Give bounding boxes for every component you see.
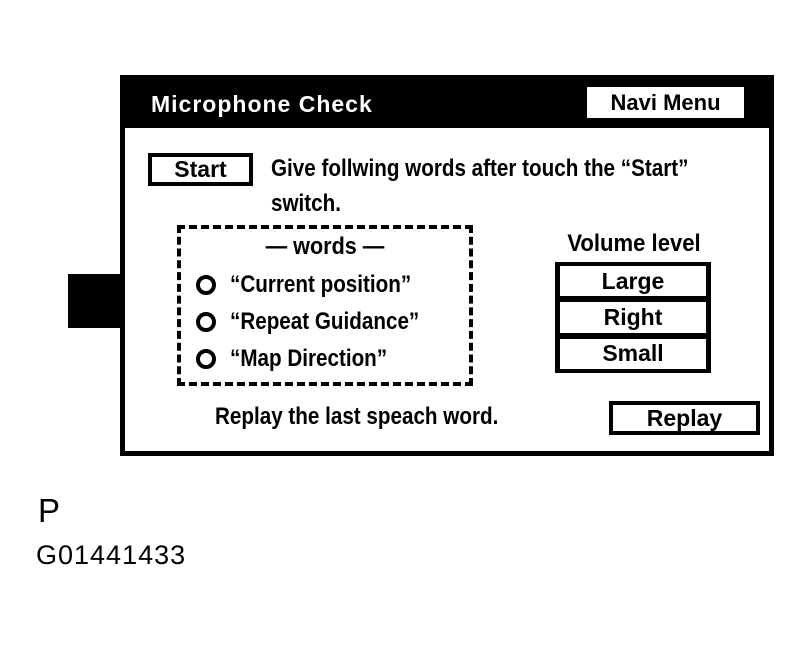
microphone-check-screen: Microphone Check Navi Menu Start Give fo… [120,75,774,456]
volume-level-selector: Large Right Small [555,262,711,373]
word-label: “Repeat Guidance” [230,307,420,335]
replay-caption: Replay the last speach word. [215,403,499,430]
figure-id: G01441433 [36,540,187,570]
volume-option-right[interactable]: Right [560,302,706,333]
volume-option-small[interactable]: Small [560,338,706,369]
instruction-line-1: Give follwing words after touch the “Sta… [271,155,689,182]
navi-menu-button[interactable]: Navi Menu [587,87,744,118]
start-button[interactable]: Start [148,153,253,186]
word-indicator-icon [196,311,216,332]
figure-label-p: P [38,492,61,529]
word-row-current-position: “Current position” [196,271,469,298]
word-label: “Map Direction” [230,344,388,372]
word-row-map-direction: “Map Direction” [196,345,469,372]
word-indicator-icon [196,348,216,369]
word-label: “Current position” [230,270,412,298]
replay-button[interactable]: Replay [609,401,760,435]
word-row-repeat-guidance: “Repeat Guidance” [196,308,469,335]
instruction-line-2: switch. [271,190,341,217]
volume-option-large[interactable]: Large [560,266,706,297]
words-box: — words — “Current position” “Repeat Gui… [177,225,473,386]
word-indicator-icon [196,274,216,295]
screen-title: Microphone Check [151,91,373,117]
instruction-text: Give follwing words after touch the “Sta… [271,151,688,221]
words-box-title: — words — [265,233,385,260]
screen-header: Microphone Check Navi Menu [125,80,769,128]
volume-level-label: Volume level [567,230,701,257]
